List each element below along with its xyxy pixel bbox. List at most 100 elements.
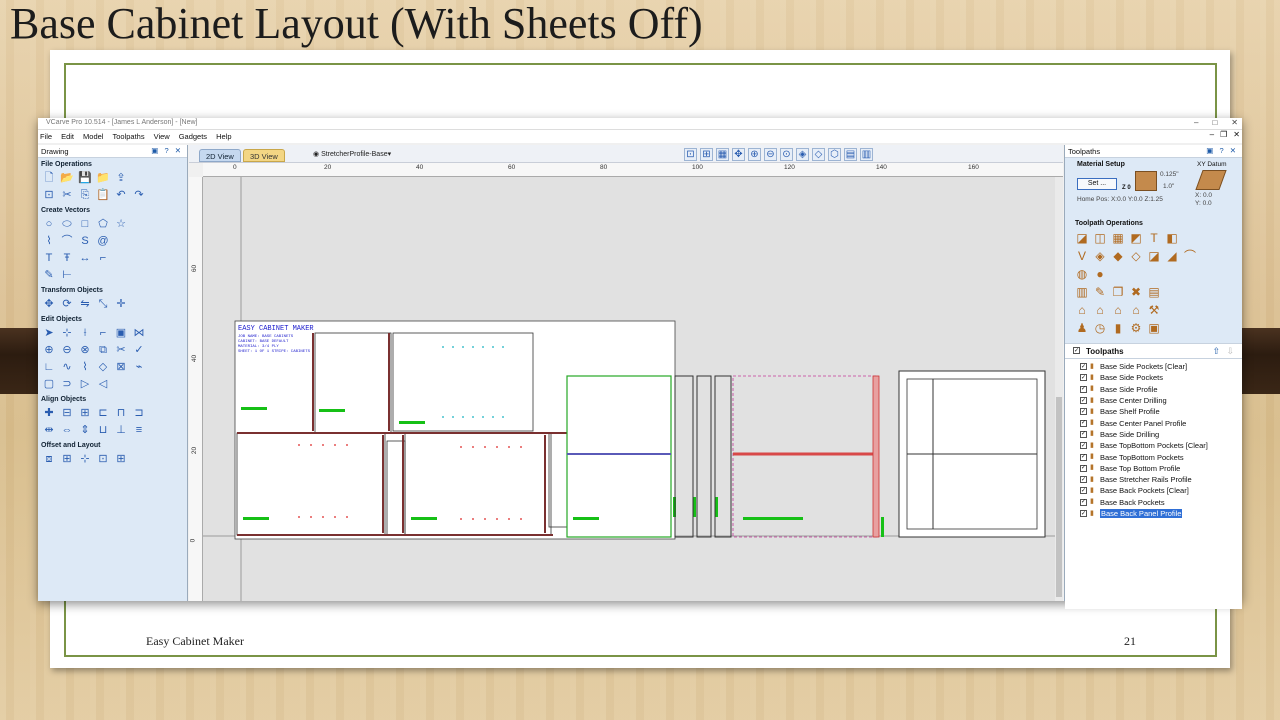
close-icon[interactable]: ⊠ [116,360,126,373]
scroll-thumb[interactable] [1056,397,1062,597]
template-merge-icon[interactable]: ⌂ [1114,303,1122,317]
scale-icon[interactable]: ⤡ [98,297,108,310]
toolpath-checkbox[interactable]: ✓ [1080,385,1087,393]
align-bottom-icon[interactable]: ⊔ [98,423,108,436]
toolpath-item[interactable]: ✓▮Base Side Pockets [Clear] [1065,361,1242,372]
toolpath-item[interactable]: ✓▮Base Center Panel Profile [1065,417,1242,428]
array-icon[interactable]: ⊞ [62,452,72,465]
spline-icon[interactable]: ⌇ [82,360,88,373]
text-on-curve-icon[interactable]: Ŧ [63,251,71,264]
arrow-left-icon[interactable]: ◁ [98,377,108,390]
fluting-icon[interactable]: V [1077,249,1086,263]
drawing-canvas[interactable]: EASY CABINET MAKER JOB NAME: BASE CABINE… [203,177,1055,601]
menu-item-model[interactable]: Model [83,132,104,141]
pocket-icon[interactable]: ◫ [1094,231,1106,245]
panel-controls[interactable]: ▣ ? ✕ [151,146,183,155]
open-file-icon[interactable]: 📂 [60,171,74,184]
template-tools-icon[interactable]: ⚒ [1148,303,1160,317]
panel-controls[interactable]: ▣ ? ✕ [1206,146,1238,155]
import-icon[interactable]: ⇪ [116,171,126,184]
toolpath-item[interactable]: ✓▮Base Back Panel Profile [1065,508,1242,519]
new-file-icon[interactable]: 🗋 [44,171,54,184]
layer-selector[interactable]: ◉ StretcherProfile-Base▾ [313,150,391,158]
vcarve-icon[interactable]: T [1150,231,1158,245]
arc-icon[interactable]: ⌒ [61,234,73,247]
nest-icon[interactable]: ⊹ [80,452,90,465]
align-h-icon[interactable]: ⊟ [62,406,72,419]
toolpath-checkbox[interactable]: ✓ [1080,498,1087,506]
calculate-icon[interactable]: ▤ [1148,285,1160,299]
template-edit-icon[interactable]: ⌂ [1132,303,1140,317]
settings-icon[interactable]: ⚙ [1130,321,1142,335]
menu-item-toolpaths[interactable]: Toolpaths [112,132,145,141]
zoom-sel-icon[interactable]: ⊙ [780,148,793,161]
toolpath-checkbox[interactable]: ✓ [1080,363,1087,371]
toolpath-item[interactable]: ✓▮Base TopBottom Pockets [Clear] [1065,440,1242,451]
corner-icon[interactable]: ∟ [43,360,55,373]
space-v-icon[interactable]: ⇕ [80,423,90,436]
doc-close-button[interactable]: ✕ [1233,130,1240,139]
move-node-icon[interactable]: ◇ [98,360,108,373]
snap-icon[interactable]: ◈ [796,148,809,161]
select-icon[interactable]: ➤ [44,326,54,339]
template-save-icon[interactable]: ⌂ [1096,303,1104,317]
minimize-button[interactable]: – [1194,118,1199,127]
space-h-icon[interactable]: ⇔ [61,423,73,436]
align-icon[interactable]: ✛ [116,297,126,310]
edit-icon[interactable]: ✎ [1094,285,1106,299]
stack-icon[interactable]: ≡ [135,423,143,436]
mirror-icon[interactable]: ⇋ [80,297,90,310]
split-icon[interactable]: ▥ [860,148,873,161]
undo-icon[interactable]: ↶ [116,188,126,201]
profile-icon[interactable]: ◪ [1076,231,1088,245]
menu-item-view[interactable]: View [153,132,170,141]
quick-engrave-icon[interactable]: ◇ [1131,249,1141,263]
zoom-box-icon[interactable]: ⊡ [684,148,697,161]
fillet-icon[interactable]: ⌐ [99,326,107,339]
tab-2d-view[interactable]: 2D View [199,149,241,162]
toolpath-item[interactable]: ✓▮Base Top Bottom Profile [1065,463,1242,474]
bracket-icon[interactable]: ⊃ [62,377,72,390]
preview-icon[interactable]: ♟ [1076,321,1088,335]
toolpath-item[interactable]: ✓▮Base Center Drilling [1065,395,1242,406]
toolpath-checkbox[interactable]: ✓ [1080,510,1087,517]
align-left-icon[interactable]: ⊏ [98,406,108,419]
toolpath-checkbox[interactable]: ✓ [1080,442,1087,450]
node-edit-icon[interactable]: ⊹ [62,326,72,339]
job-setup-icon[interactable]: ⊡ [44,188,54,201]
zoom-all-icon[interactable]: ⊞ [700,148,713,161]
menu-item-gadgets[interactable]: Gadgets [178,132,208,141]
curve-fit-icon[interactable]: ⌁ [135,360,143,373]
engrave-icon[interactable]: ◧ [1166,231,1178,245]
toolpath-item[interactable]: ✓▮Base Side Drilling [1065,429,1242,440]
inlay-icon[interactable]: ◩ [1130,231,1142,245]
measure-icon[interactable]: ⊢ [62,268,72,281]
open-folder-icon[interactable]: 📁 [96,171,110,184]
grid-icon[interactable]: ▦ [716,148,729,161]
toolpath-checkbox[interactable]: ✓ [1080,453,1087,461]
cut-icon[interactable]: ✂ [62,188,72,201]
distribute-icon[interactable]: ⇹ [44,423,54,436]
rough-icon[interactable]: ◍ [1076,267,1088,281]
toolpath-checkbox[interactable]: ✓ [1080,419,1087,427]
align-center-icon[interactable]: ✚ [44,406,54,419]
copy-toolpath-icon[interactable]: ❐ [1112,285,1124,299]
move-down-icon[interactable]: ⇩ [1226,346,1234,356]
toolpath-checkbox[interactable]: ✓ [1080,408,1087,416]
rotate-icon[interactable]: ⟳ [62,297,72,310]
toolpath-item[interactable]: ✓▮Base Side Profile [1065,384,1242,395]
save-icon[interactable]: 💾 [78,171,92,184]
join-icon[interactable]: ⋈ [133,326,145,339]
toolpath-item[interactable]: ✓▮Base Back Pockets [Clear] [1065,485,1242,496]
time-icon[interactable]: ◷ [1094,321,1106,335]
menu-item-edit[interactable]: Edit [61,132,75,141]
rounded-rect-icon[interactable]: ▢ [43,377,55,390]
dimension-icon[interactable]: ↔ [79,251,91,264]
toolpath-item[interactable]: ✓▮Base Stretcher Rails Profile [1065,474,1242,485]
tab-3d-view[interactable]: 3D View [243,149,285,162]
zoom-in-icon[interactable]: ⊕ [748,148,761,161]
polyline-icon[interactable]: ⌇ [46,234,52,247]
curve-icon[interactable]: S [81,234,89,247]
doc-restore-button[interactable]: ❐ [1220,130,1228,139]
toolpath-item[interactable]: ✓▮Base TopBottom Pockets [1065,451,1242,462]
